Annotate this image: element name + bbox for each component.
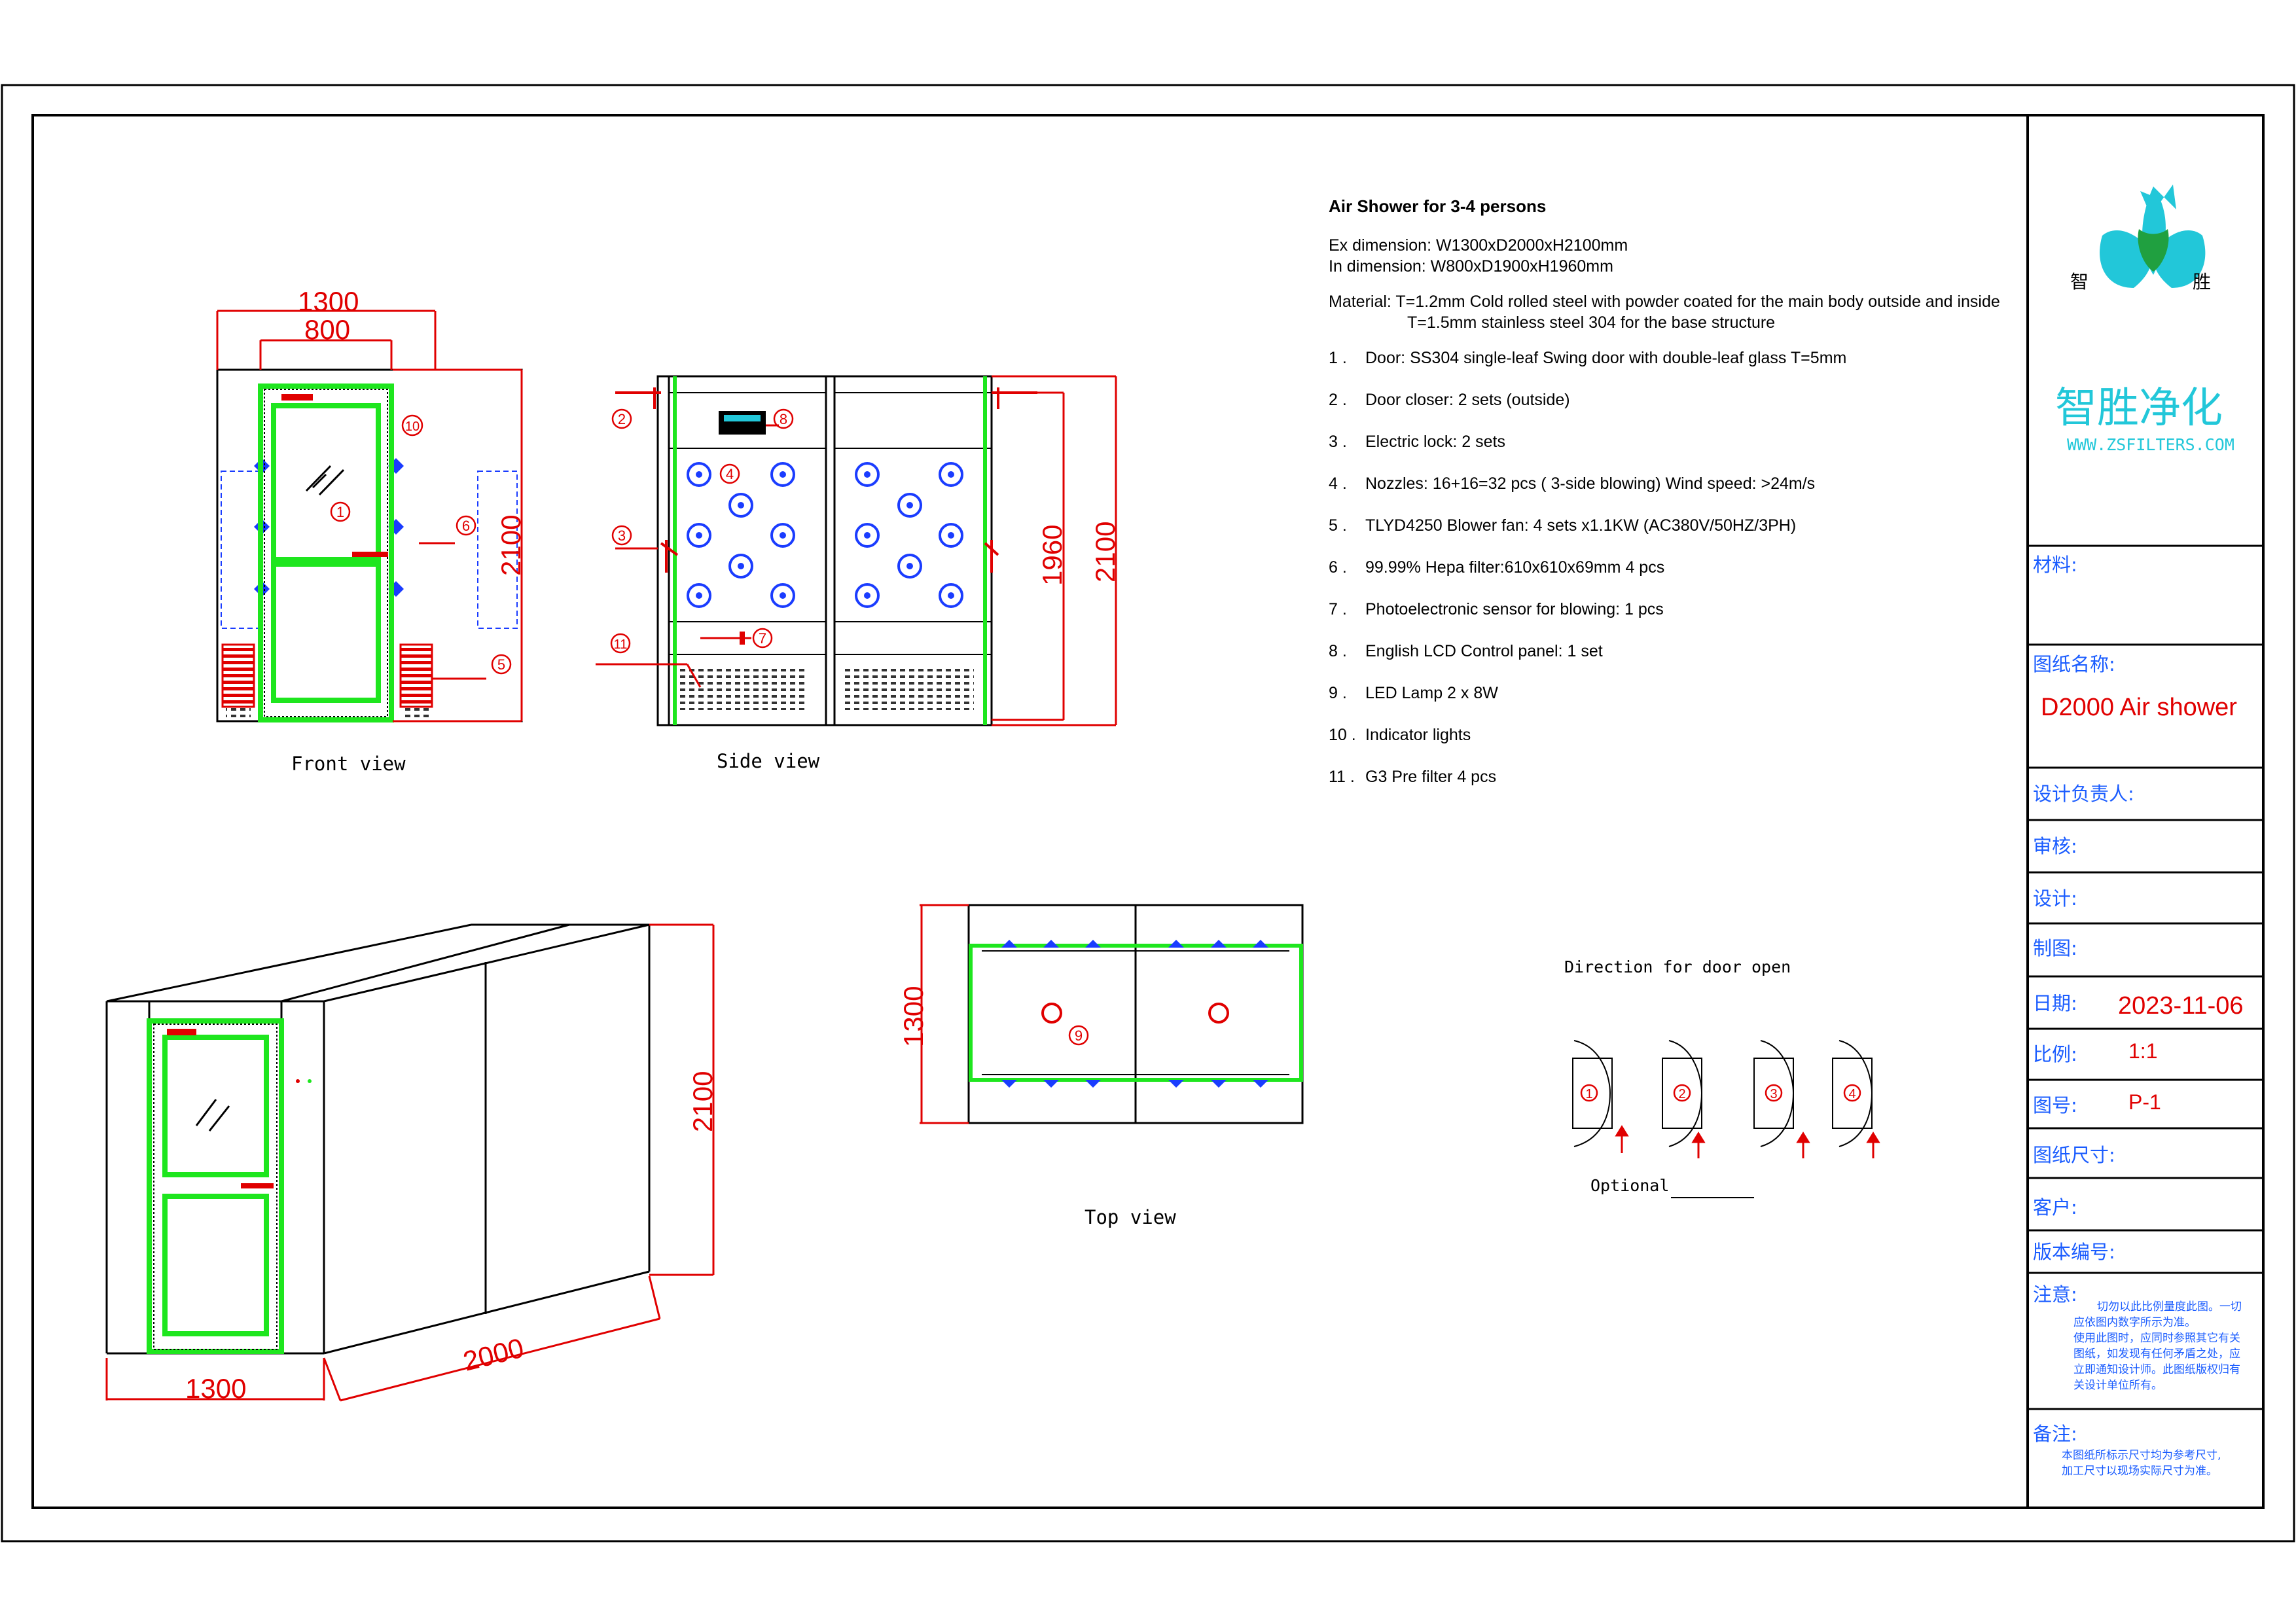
callout-numbers: 1 2 3 4 5 6 7 8 9 10 11 1 2 3 4 [336, 411, 1856, 1101]
side-view: 1960 2100 [596, 375, 1121, 726]
spec-material-2: T=1.5mm stainless steel 304 for the base… [1407, 313, 1776, 332]
design-label: 设计: [2033, 887, 2077, 910]
company-logo: 智 胜 [2070, 185, 2211, 293]
drawing-no-label: 图号: [2033, 1094, 2077, 1116]
spec-in-dimension: In dimension: W800xD1900xH1960mm [1329, 257, 1613, 276]
customer-label: 客户: [2033, 1196, 2077, 1219]
outer-border [1, 84, 2295, 1543]
spec-item: 6 .99.99% Hepa filter:610x610x69mm 4 pcs [1329, 558, 1665, 577]
drawing-no-value: P-1 [2128, 1090, 2161, 1114]
callout-10: 10 [405, 419, 420, 434]
svg-text:智: 智 [2070, 271, 2089, 293]
spec-item: 2 .Door closer: 2 sets (outside) [1329, 391, 1570, 409]
designer-in-charge-label: 设计负责人: [2033, 783, 2134, 805]
specification-list: Air Shower for 3-4 persons Ex dimension:… [1329, 196, 2022, 808]
dim-top-depth: 1300 [898, 986, 929, 1047]
door-option-1: 1 [1585, 1087, 1592, 1101]
spec-ex-dimension: Ex dimension: W1300xD2000xH2100mm [1329, 236, 1628, 255]
callout-3: 3 [618, 527, 626, 544]
dim-iso-depth: 2000 [460, 1332, 527, 1377]
drawing-name-label: 图纸名称: [2033, 653, 2115, 675]
callout-2: 2 [618, 411, 626, 427]
date-value: 2023-11-06 [2118, 992, 2244, 1020]
callout-1: 1 [336, 504, 344, 520]
inner-border [31, 114, 2265, 1509]
side-view-label: Side view [717, 750, 820, 772]
spec-title: Air Shower for 3-4 persons [1329, 196, 1547, 216]
attention-label: 注意: [2033, 1283, 2077, 1306]
dim-side-height: 2100 [1090, 522, 1121, 582]
date-label: 日期: [2033, 992, 2077, 1014]
scale-value: 1:1 [2128, 1039, 2158, 1063]
top-view-label: Top view [1085, 1206, 1176, 1228]
front-view-label: Front view [291, 753, 406, 775]
dim-front-width: 1300 [298, 286, 359, 317]
spec-material-1: Material: T=1.2mm Cold rolled steel with… [1329, 293, 2000, 311]
callout-11: 11 [614, 637, 628, 652]
callout-markers [330, 408, 1861, 1102]
callout-9: 9 [1075, 1027, 1083, 1044]
company-website: WWW.ZSFILTERS.COM [2067, 435, 2234, 454]
spec-item: 10 .Indicator lights [1329, 726, 1471, 744]
spec-item: 8 .English LCD Control panel: 1 set [1329, 642, 1603, 660]
review-label: 审核: [2033, 835, 2077, 857]
callout-5: 5 [497, 656, 505, 673]
door-option-2: 2 [1678, 1087, 1685, 1101]
spec-item: 3 .Electric lock: 2 sets [1329, 433, 1505, 451]
door-option-3: 3 [1770, 1087, 1777, 1101]
top-view: 1300 [898, 904, 1304, 1124]
spec-item: 11 .G3 Pre filter 4 pcs [1329, 768, 1497, 786]
door-option-4: 4 [1848, 1087, 1856, 1101]
sheet-size-label: 图纸尺寸: [2033, 1144, 2115, 1166]
dim-iso-width: 1300 [185, 1373, 246, 1404]
front-view: 1300 800 2100 [216, 286, 526, 722]
svg-text:胜: 胜 [2193, 271, 2211, 293]
callout-4: 4 [726, 466, 734, 482]
drafting-label: 制图: [2033, 937, 2077, 959]
remark-note: 本图纸所标示尺寸均为参考尺寸, 加工尺寸以现场实际尺寸为准。 [2062, 1449, 2221, 1478]
callout-8: 8 [780, 411, 787, 427]
callout-6: 6 [462, 518, 470, 534]
isometric-view: 2100 2000 1300 [105, 923, 718, 1404]
dim-side-inner-height: 1960 [1037, 525, 1067, 586]
spec-item: 4 .Nozzles: 16+16=32 pcs ( 3-side blowin… [1329, 474, 1816, 493]
dim-iso-height: 2100 [687, 1071, 718, 1132]
attention-note: 切勿以此比例量度此图。一切 应依图内数字所示为准。 使用此图时，应同时参照其它有… [2073, 1300, 2242, 1392]
optional-label: Optional [1590, 1176, 1670, 1195]
spec-item: 1 .Door: SS304 single-leaf Swing door wi… [1329, 349, 1847, 367]
drawing-name: D2000 Air shower [2041, 694, 2237, 721]
door-direction-label: Direction for door open [1564, 957, 1791, 976]
callout-7: 7 [759, 630, 766, 647]
door-direction-arrows [1615, 1125, 1880, 1158]
dim-front-height: 2100 [495, 515, 526, 576]
door-direction-diagram [1572, 1040, 1873, 1147]
remark-label: 备注: [2033, 1423, 2077, 1445]
spec-item: 7 .Photoelectronic sensor for blowing: 1… [1329, 600, 1664, 618]
spec-item: 5 .TLYD4250 Blower fan: 4 sets x1.1KW (A… [1329, 516, 1797, 535]
title-block-rows [2028, 544, 2263, 1410]
version-label: 版本编号: [2033, 1241, 2115, 1263]
scale-label: 比例: [2033, 1043, 2077, 1065]
company-name: 智胜净化 [2055, 384, 2223, 433]
spec-item: 9 .LED Lamp 2 x 8W [1329, 684, 1498, 702]
dim-front-inner: 800 [304, 314, 350, 345]
material-label: 材料: [2033, 554, 2077, 576]
